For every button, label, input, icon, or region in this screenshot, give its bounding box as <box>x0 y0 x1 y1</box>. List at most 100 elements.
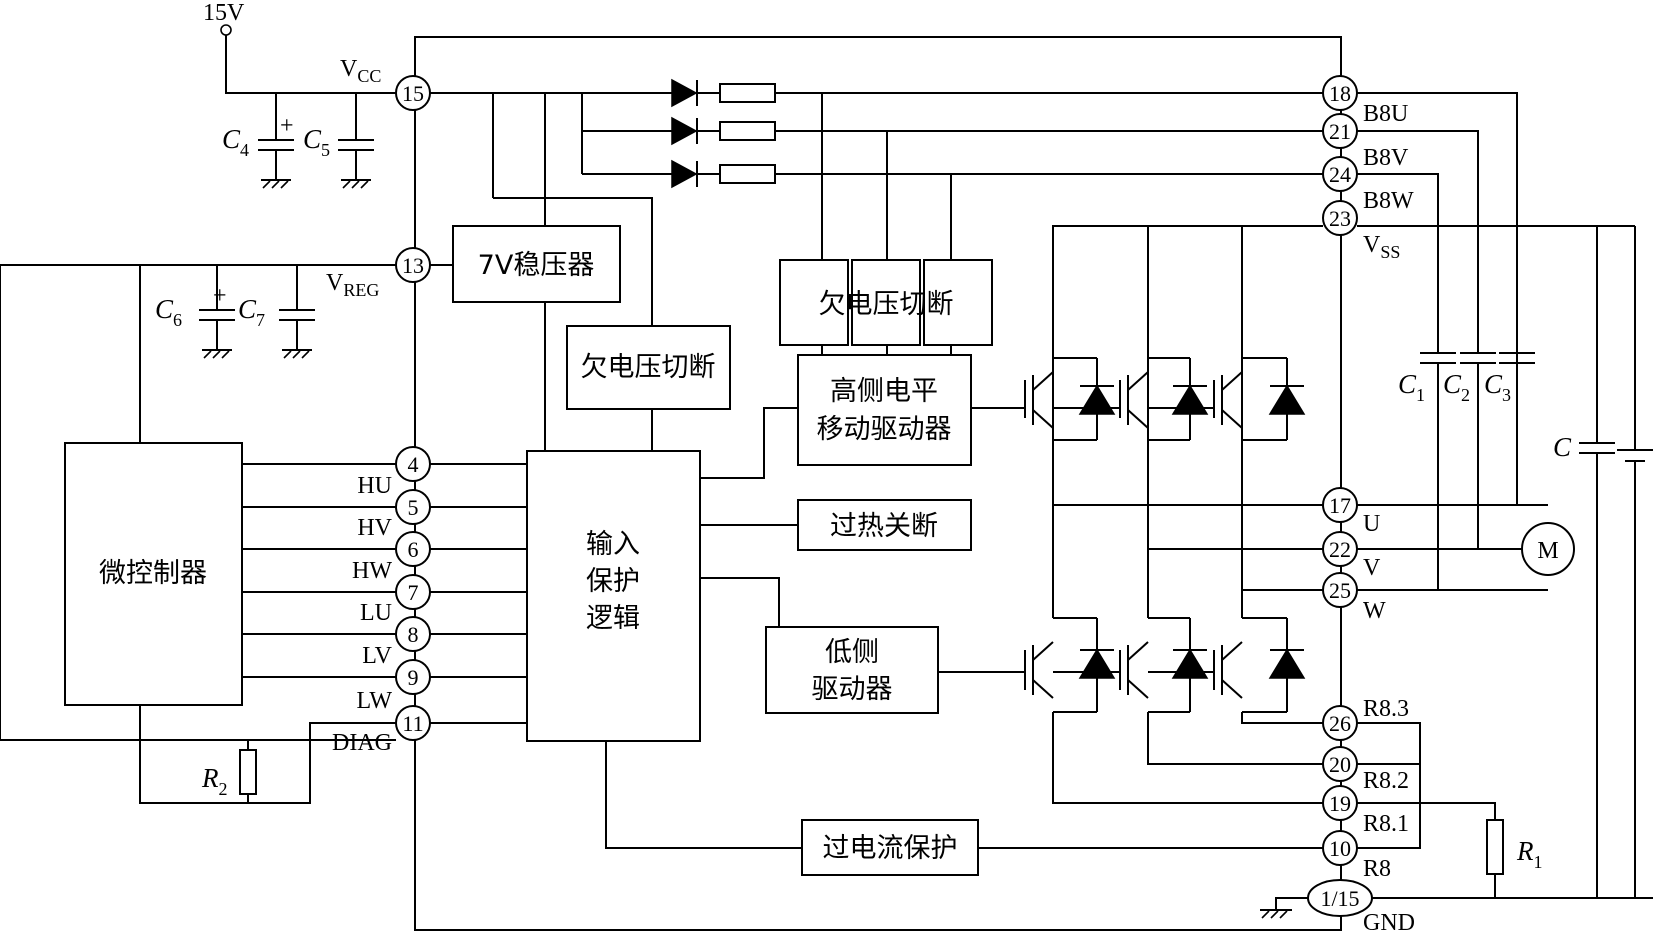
pin-hu-label: HU <box>357 473 392 499</box>
pin-6 <box>395 531 431 567</box>
logic-connections <box>605 407 802 849</box>
pin-19-number: 19 <box>1329 791 1351 816</box>
capacitor-c5 <box>338 139 374 189</box>
pin-lv-label: LV <box>362 643 392 669</box>
left-signal-wires <box>139 463 527 804</box>
low-driver-label-1: 低侧 <box>825 637 879 668</box>
pin-23 <box>1322 200 1358 236</box>
c7-label: C7 <box>238 294 265 330</box>
uvlo-high-label: 欠电压切断 <box>819 289 954 320</box>
pin-11-number: 11 <box>402 711 423 736</box>
bootstrap-diodes <box>671 78 776 189</box>
pin-vreg-label: VREG <box>326 270 379 300</box>
input-logic-block <box>526 450 701 742</box>
pin-b8w-label: B8W <box>1363 188 1414 214</box>
c6-plus: + <box>213 283 227 309</box>
mcu-label: 微控制器 <box>99 558 207 589</box>
c3-label: C3 <box>1484 369 1511 405</box>
uvlo-high-block <box>779 259 993 346</box>
input-logic-label-2: 保护 <box>586 566 640 597</box>
pin-7-number: 7 <box>408 580 419 605</box>
thermal-label: 过热关断 <box>830 511 938 542</box>
pin-gnd-label: GND <box>1363 910 1415 936</box>
supply-net <box>220 24 396 140</box>
external-right <box>1357 92 1653 899</box>
pin-r8-label: R8 <box>1363 856 1391 882</box>
mcu-block <box>64 442 243 706</box>
vcc-bus <box>430 92 672 330</box>
ic-outline <box>414 36 1342 931</box>
motor-label: M <box>1537 538 1558 564</box>
pin-25-number: 25 <box>1329 578 1351 603</box>
uvlo-to-shift <box>821 345 952 355</box>
low-driver-block <box>765 626 939 714</box>
pin-vss-label: VSS <box>1363 232 1400 262</box>
r2-label: R2 <box>201 763 228 799</box>
pin-hv-label: HV <box>357 515 392 541</box>
input-logic-label-3: 逻辑 <box>586 603 640 634</box>
bootstrap-lines <box>775 92 1323 260</box>
regulator-label: 7V稳压器 <box>478 250 595 281</box>
c-label: C <box>1553 432 1572 462</box>
gnd-symbol <box>1260 897 1308 919</box>
overcurrent-block <box>801 819 979 876</box>
supply-voltage: 15V <box>203 0 245 26</box>
pin-11 <box>395 705 431 741</box>
resistor-r2 <box>239 749 257 795</box>
uvlo-low-label: 欠电压切断 <box>581 352 716 383</box>
pin-10-number: 10 <box>1329 836 1351 861</box>
pin-u-label: U <box>1363 511 1380 537</box>
input-logic-label-1: 输入 <box>586 529 640 560</box>
pin-24-number: 24 <box>1329 162 1351 187</box>
pin-r83-label: R8.3 <box>1363 696 1409 722</box>
pin-26-number: 26 <box>1329 711 1351 736</box>
c4-label: C4 <box>222 124 249 160</box>
pin-4 <box>395 446 431 482</box>
c1-label: C1 <box>1398 369 1425 405</box>
pin-b8u-label: B8U <box>1363 101 1408 127</box>
pin-7 <box>395 574 431 610</box>
pin-8-number: 8 <box>408 622 419 647</box>
c4-plus: + <box>280 113 294 139</box>
uvlo-low-block <box>566 325 731 410</box>
pin-r81-label: R8.1 <box>1363 811 1409 837</box>
pin-b8v-label: B8V <box>1363 145 1409 171</box>
power-stage <box>938 225 1635 804</box>
pin-8 <box>395 616 431 652</box>
pin-w-label: W <box>1363 598 1386 624</box>
c5-label: C5 <box>303 124 330 160</box>
pin-diag-label: DIAG <box>332 730 392 756</box>
low-driver-label-2: 驱动器 <box>812 674 893 705</box>
pin-gnd-number: 1/15 <box>1320 886 1359 911</box>
pin-lu-label: LU <box>360 600 392 626</box>
pin-21-number: 21 <box>1329 119 1351 144</box>
pin-9 <box>395 659 431 695</box>
pin-22-number: 22 <box>1329 537 1351 562</box>
level-shift-block <box>797 354 972 466</box>
capacitor-c7 <box>279 309 315 359</box>
overcurrent-label: 过电流保护 <box>823 833 958 864</box>
c6-label: C6 <box>155 294 182 330</box>
pin-17-number: 17 <box>1329 493 1351 518</box>
pin-hw-label: HW <box>352 558 392 584</box>
pin-20-number: 20 <box>1329 752 1351 777</box>
pin-9-number: 9 <box>408 665 419 690</box>
pin-13-number: 13 <box>402 253 424 278</box>
pin-r82-label: R8.2 <box>1363 768 1409 794</box>
pin-18-number: 18 <box>1329 81 1351 106</box>
level-shift-label-2: 移动驱动器 <box>817 414 952 445</box>
r1-label: R1 <box>1516 836 1543 872</box>
pin-23-number: 23 <box>1329 206 1351 231</box>
pin-6-number: 6 <box>408 537 419 562</box>
pin-lw-label: LW <box>356 688 392 714</box>
capacitor-c6 <box>199 309 235 359</box>
pin-vcc-label: VCC <box>340 56 381 86</box>
vreg-net <box>0 264 453 741</box>
pin-15-number: 15 <box>402 81 424 106</box>
thermal-block <box>797 499 972 551</box>
pin-5 <box>395 489 431 525</box>
pin-5-number: 5 <box>408 495 419 520</box>
capacitor-c4 <box>258 139 294 189</box>
pin-4-number: 4 <box>408 452 419 477</box>
